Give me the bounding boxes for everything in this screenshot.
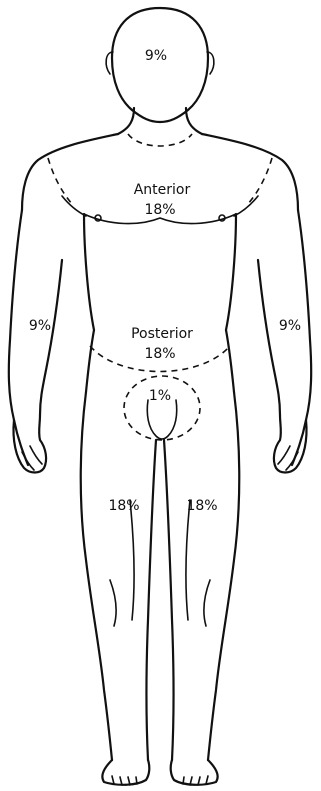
anterior-percent-label: 18% xyxy=(144,202,175,218)
head-outline xyxy=(112,8,208,122)
right-shoulder-boundary xyxy=(248,158,272,204)
left-foot xyxy=(171,760,218,785)
neck-boundary xyxy=(128,134,192,146)
left-arm-outline xyxy=(258,210,311,465)
left-fingers xyxy=(278,446,298,470)
left-arm-label: 9% xyxy=(279,318,301,334)
right-foot xyxy=(102,760,149,785)
left-leg-label: 18% xyxy=(186,498,217,514)
left-shoulder-boundary xyxy=(48,158,72,204)
right-leg-outline xyxy=(81,392,112,760)
right-fingers xyxy=(22,446,42,470)
right-arm-outline xyxy=(9,210,62,465)
genital-label: 1% xyxy=(149,388,171,404)
genital-boundary xyxy=(124,376,200,440)
right-leg-label: 18% xyxy=(108,498,139,514)
anterior-word-label: Anterior xyxy=(134,182,191,198)
left-leg-outline xyxy=(208,392,239,760)
posterior-percent-label: 18% xyxy=(144,346,175,362)
posterior-word-label: Posterior xyxy=(131,326,193,342)
head-label: 9% xyxy=(145,48,167,64)
genital-outline xyxy=(147,400,176,439)
leg-details xyxy=(110,500,210,626)
right-arm-label: 9% xyxy=(29,318,51,334)
inner-legs-outline xyxy=(147,440,174,760)
